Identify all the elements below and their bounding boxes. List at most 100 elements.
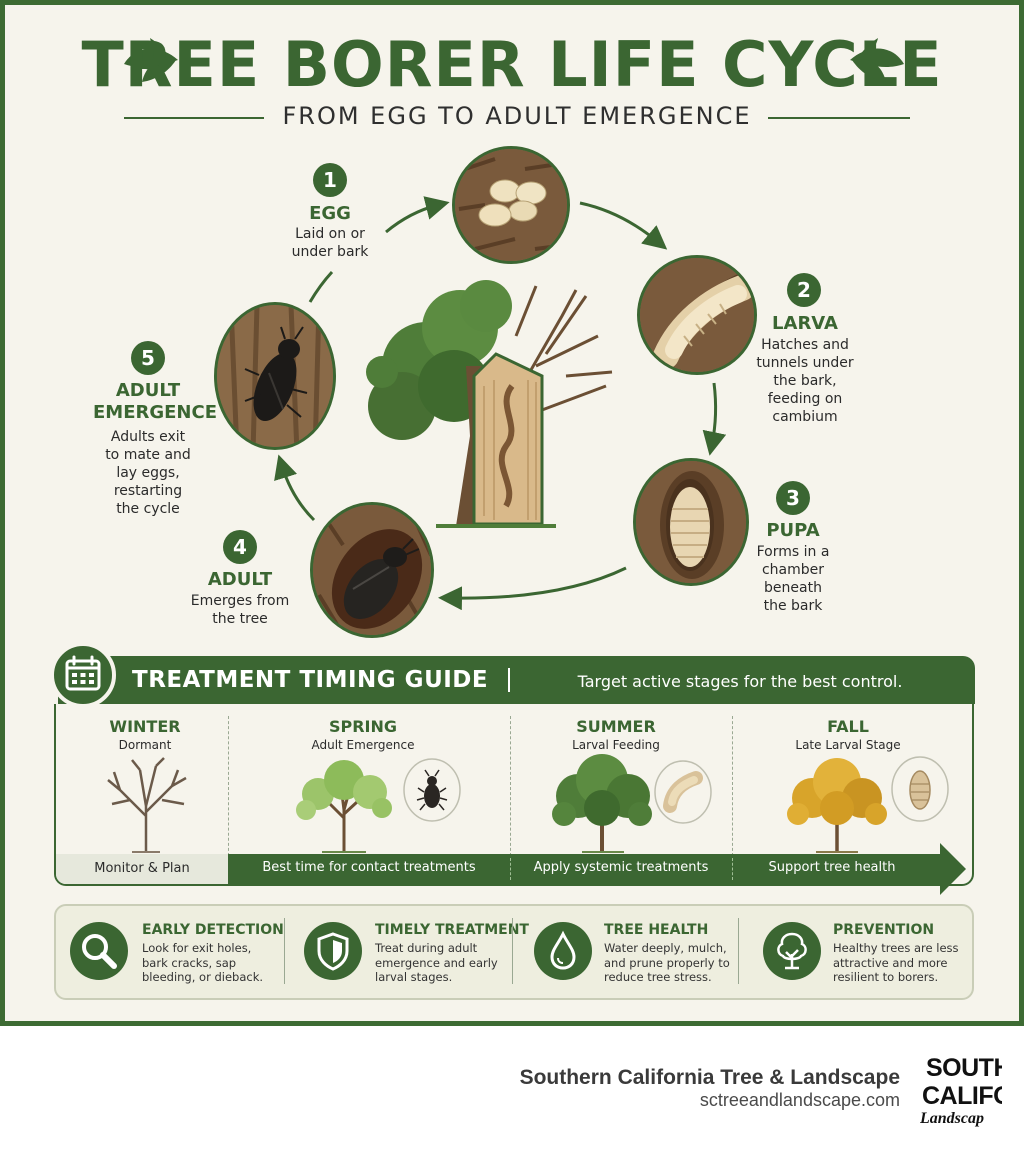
tip-line: Look for exit holes, bbox=[142, 941, 252, 955]
pupa-icon bbox=[891, 756, 949, 822]
pupa-stage-image bbox=[633, 458, 749, 586]
tip-line: resilient to borers. bbox=[833, 970, 939, 984]
footer-url-link[interactable]: sctreeandlandscape.com bbox=[699, 1090, 900, 1110]
stage-1-desc: Laid on or under bark bbox=[270, 225, 390, 261]
season-separator bbox=[732, 716, 733, 856]
larva-stage-image bbox=[637, 255, 757, 375]
leaf-left-icon bbox=[124, 38, 178, 82]
magnifier-icon bbox=[82, 934, 117, 969]
calendar-icon bbox=[65, 655, 101, 691]
stage-2-desc-line: feeding on bbox=[767, 391, 843, 407]
season-winter-subtitle: Dormant bbox=[118, 738, 172, 752]
season-spring-name: SPRING bbox=[328, 717, 398, 736]
arrow-egg-in bbox=[385, 196, 450, 234]
stage-2-desc-line: tunnels under bbox=[756, 355, 854, 371]
tip-line: reduce tree stress. bbox=[604, 970, 712, 984]
logo-line: SOUTH bbox=[926, 1054, 1002, 1082]
stage-3-desc-line: Forms in a bbox=[756, 544, 830, 560]
fall-tree-icon bbox=[787, 758, 887, 853]
larva-in-tunnel-icon bbox=[640, 258, 754, 372]
stage-4-desc-line: the tree bbox=[212, 611, 268, 627]
tip-line: Healthy trees are less bbox=[833, 941, 959, 955]
season-spring-subtitle: Adult Emergence bbox=[311, 738, 415, 752]
tip-separator bbox=[512, 918, 513, 984]
beetle-emerging-icon bbox=[313, 505, 431, 635]
stage-2-desc-line: cambium bbox=[772, 409, 838, 425]
stage-5-desc-line: restarting bbox=[113, 483, 183, 499]
stage-3-badge: 3 bbox=[776, 481, 810, 515]
treatment-guide-header bbox=[58, 656, 975, 704]
timely-treatment-badge bbox=[304, 922, 362, 980]
stage-1-desc-line: under bark bbox=[291, 244, 369, 260]
shield-icon bbox=[317, 932, 349, 971]
timeline-winter-action: Monitor & Plan bbox=[56, 854, 228, 884]
egg-stage-image bbox=[452, 146, 570, 264]
subtitle-rule-right bbox=[768, 117, 910, 119]
summer-tree-icon bbox=[552, 754, 652, 853]
stage-5-name: ADULT EMERGENCE bbox=[93, 380, 217, 424]
water-drop-icon bbox=[550, 930, 576, 970]
timeline-spring-action: Best time for contact treatments bbox=[262, 860, 476, 875]
subtitle-row: FROM EGG TO ADULT EMERGENCE bbox=[124, 100, 910, 136]
tip-line: attractive and more bbox=[833, 955, 948, 970]
tip-prevention-title: PREVENTION bbox=[833, 922, 935, 938]
spring-tree-icon bbox=[296, 760, 392, 853]
arrow-pupa-adult bbox=[438, 566, 627, 611]
timeline-bar bbox=[228, 854, 948, 884]
logo-line: CALIFO bbox=[922, 1082, 1002, 1110]
stage-2-desc-line: the bark, bbox=[773, 373, 837, 389]
page-subtitle: FROM EGG TO ADULT EMERGENCE bbox=[282, 102, 752, 130]
tip-prevention-desc: Healthy trees are less attractive and mo… bbox=[833, 941, 969, 985]
stage-5-badge: 5 bbox=[131, 341, 165, 375]
beetle-on-bark-icon bbox=[217, 305, 333, 447]
stage-4-desc: Emerges from the tree bbox=[175, 592, 305, 628]
tip-line: bleeding, or dieback. bbox=[142, 970, 264, 984]
tip-line: Treat during adult bbox=[375, 941, 478, 955]
stage-3-name: PUPA bbox=[766, 520, 820, 541]
stage-5-name-line: ADULT bbox=[115, 380, 181, 401]
tip-tree-health-desc: Water deeply, mulch, and prune properly … bbox=[604, 941, 734, 985]
early-detection-badge bbox=[70, 922, 128, 980]
leaf-right-icon bbox=[850, 38, 904, 82]
stage-5-desc-line: Adults exit bbox=[110, 429, 186, 445]
timeline-fall-action: Support tree health bbox=[768, 860, 896, 875]
cycle-arrows bbox=[274, 196, 727, 611]
season-fall-subtitle: Late Larval Stage bbox=[795, 738, 901, 752]
tip-separator bbox=[738, 918, 739, 984]
adult-stage-image bbox=[310, 502, 434, 638]
season-winter-name: WINTER bbox=[109, 717, 181, 736]
timeline-separator bbox=[510, 858, 511, 880]
tip-line: emergence and early bbox=[375, 955, 498, 970]
treatment-guide-divider bbox=[508, 668, 510, 692]
stage-3-desc: Forms in a chamber beneath the bark bbox=[733, 543, 853, 615]
stage-5-desc-line: the cycle bbox=[116, 501, 180, 517]
pupa-in-chamber-icon bbox=[636, 461, 746, 583]
arrow-adult-emergence bbox=[274, 454, 316, 522]
tip-early-detection-desc: Look for exit holes, bark cracks, sap bl… bbox=[142, 941, 282, 985]
adult-emergence-stage-image bbox=[214, 302, 336, 450]
stage-4-desc-line: Emerges from bbox=[190, 593, 290, 609]
stage-2-desc: Hatches and tunnels under the bark, feed… bbox=[745, 336, 865, 426]
season-summer-name: SUMMER bbox=[576, 717, 656, 736]
stage-2-name: LARVA bbox=[772, 313, 838, 334]
season-separator bbox=[228, 716, 229, 856]
stage-4-name: ADULT bbox=[207, 569, 273, 590]
stage-5-desc-line: to mate and bbox=[105, 447, 191, 463]
stage-5-desc-line: lay eggs, bbox=[116, 465, 180, 481]
season-separator bbox=[510, 716, 511, 856]
stage-5-desc: Adults exit to mate and lay eggs, restar… bbox=[88, 428, 208, 518]
bare-tree-icon bbox=[107, 757, 187, 853]
stage-4-badge: 4 bbox=[223, 530, 257, 564]
company-logo: SOUTH CALIFO Landscap bbox=[920, 1050, 1002, 1136]
stage-1-desc-line: Laid on or bbox=[295, 226, 365, 242]
tree-cutaway-icon bbox=[366, 280, 613, 528]
arrow-to-egg bbox=[308, 270, 334, 303]
calendar-badge bbox=[50, 642, 116, 708]
tip-line: larval stages. bbox=[375, 970, 453, 984]
stage-3-desc-line: chamber bbox=[761, 562, 825, 578]
page-title: TREE BORER LIFE CYCLE bbox=[81, 28, 943, 101]
treatment-guide-title: TREATMENT TIMING GUIDE bbox=[132, 667, 489, 693]
stage-1-badge: 1 bbox=[313, 163, 347, 197]
arrow-larva-pupa bbox=[702, 382, 727, 456]
stage-3-desc-line: beneath bbox=[764, 580, 822, 596]
